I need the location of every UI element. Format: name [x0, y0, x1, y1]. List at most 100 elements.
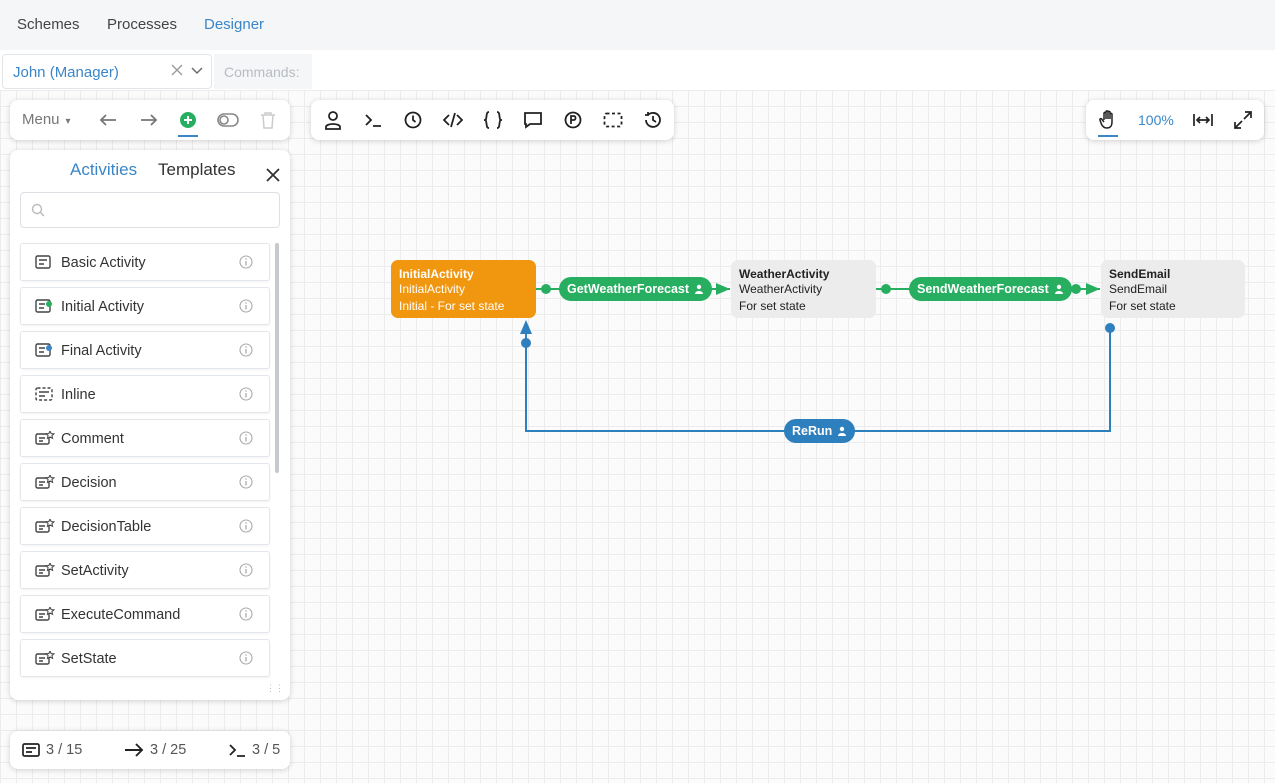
status-bar: 3 / 15 3 / 25 3 / 5 [10, 731, 290, 769]
undo-button[interactable] [95, 106, 123, 134]
user-icon [695, 284, 704, 294]
user-icon [1054, 284, 1063, 294]
activity-node-initial[interactable]: InitialActivity InitialActivity Initial … [391, 260, 536, 318]
menu-button[interactable]: Menu▾ [22, 111, 71, 128]
info-icon[interactable] [239, 563, 253, 577]
clear-icon[interactable] [171, 63, 183, 80]
tab-templates[interactable]: Templates [158, 160, 236, 179]
activity-item[interactable]: Decision [20, 463, 270, 501]
fit-width-button[interactable] [1189, 106, 1217, 134]
activity-node-sendemail[interactable]: SendEmail SendEmail For set state [1101, 260, 1245, 318]
close-icon[interactable] [266, 168, 282, 184]
fullscreen-button[interactable] [1229, 106, 1257, 134]
commands-count-value: 3 / 5 [252, 742, 281, 758]
panel-tabs: Activities Templates [10, 160, 290, 184]
info-icon[interactable] [239, 607, 253, 621]
commands-field[interactable]: Commands: [214, 54, 312, 89]
tab-activities[interactable]: Activities [70, 160, 138, 179]
plus-circle-icon [180, 112, 196, 128]
activity-item-label: Initial Activity [61, 299, 144, 315]
custom-activity-icon [35, 473, 56, 491]
transition-rerun[interactable]: ReRun [784, 419, 856, 443]
delete-button[interactable] [254, 106, 282, 134]
fit-width-icon [1193, 114, 1213, 126]
comment-icon [524, 112, 542, 129]
info-icon[interactable] [239, 519, 253, 533]
history-icon [645, 112, 661, 128]
activity-item-label: SetActivity [61, 563, 129, 579]
activity-item[interactable]: Initial Activity [20, 287, 270, 325]
actors-button[interactable] [319, 106, 347, 134]
node-subtitle: InitialActivity [399, 282, 466, 296]
node-title: WeatherActivity [739, 267, 830, 281]
commands-button[interactable] [359, 106, 387, 134]
toolbar-view: 100% [1086, 100, 1264, 140]
transition-getweatherforecast[interactable]: GetWeatherForecast [559, 277, 713, 301]
process-parameters-button[interactable] [559, 106, 587, 134]
timers-button[interactable] [399, 106, 427, 134]
toggle-icon [217, 113, 239, 127]
history-button[interactable] [639, 106, 667, 134]
nav-processes[interactable]: Processes [107, 16, 178, 33]
localization-button[interactable] [519, 106, 547, 134]
custom-activity-icon [35, 517, 56, 535]
redo-button[interactable] [134, 106, 162, 134]
node-subtitle: SendEmail [1109, 282, 1168, 296]
info-icon[interactable] [239, 343, 253, 357]
custom-activity-icon [35, 649, 56, 667]
node-title: InitialActivity [399, 267, 474, 281]
user-select[interactable]: John (Manager) [2, 54, 212, 89]
selection-button[interactable] [599, 106, 627, 134]
custom-activity-icon [35, 605, 56, 623]
toggle-button[interactable] [214, 106, 242, 134]
active-indicator [1098, 135, 1118, 137]
parameters-button[interactable] [479, 106, 507, 134]
user-icon [838, 426, 847, 436]
activities-count: 3 / 15 [22, 742, 82, 758]
activity-item[interactable]: Comment [20, 419, 270, 457]
add-element-button[interactable] [174, 106, 202, 137]
zoom-level[interactable]: 100% [1138, 112, 1174, 128]
activity-item-label: Decision [61, 475, 117, 491]
p-circle-icon [564, 111, 582, 129]
info-icon[interactable] [239, 651, 253, 665]
info-icon[interactable] [239, 431, 253, 445]
transition-label: ReRun [792, 424, 833, 438]
info-icon[interactable] [239, 255, 253, 269]
transitions-count: 3 / 25 [124, 742, 186, 758]
code-icon [443, 112, 463, 128]
user-icon [325, 111, 341, 130]
activity-item-label: DecisionTable [61, 519, 152, 535]
arrow-right-icon [125, 743, 144, 757]
code-actions-button[interactable] [439, 106, 467, 134]
resize-handle[interactable]: ⋮⋮ [266, 683, 284, 693]
braces-icon [483, 111, 503, 129]
chevron-down-icon[interactable] [191, 63, 203, 81]
trash-icon [261, 112, 275, 129]
dashed-selection-icon [603, 112, 623, 128]
info-icon[interactable] [239, 299, 253, 313]
activity-item[interactable]: SetState [20, 639, 270, 677]
pan-button[interactable] [1094, 106, 1122, 137]
activity-node-weather[interactable]: WeatherActivity WeatherActivity For set … [731, 260, 876, 318]
activities-count-value: 3 / 15 [46, 742, 83, 758]
nav-designer[interactable]: Designer [204, 16, 265, 33]
transition-sendweatherforecast[interactable]: SendWeatherForecast [909, 277, 1072, 301]
activity-item[interactable]: ExecuteCommand [20, 595, 270, 633]
hand-icon [1099, 110, 1113, 129]
initial-activity-icon [35, 299, 53, 315]
terminal-icon [365, 114, 381, 127]
custom-activity-icon [35, 429, 56, 447]
activity-item[interactable]: Final Activity [20, 331, 270, 369]
activity-item[interactable]: Inline [20, 375, 270, 413]
activity-search-input[interactable] [20, 192, 280, 228]
scrollbar[interactable] [275, 243, 279, 473]
activity-item[interactable]: SetActivity [20, 551, 270, 589]
transitions-count-value: 3 / 25 [150, 742, 187, 758]
activity-item[interactable]: Basic Activity [20, 243, 270, 281]
activity-item[interactable]: DecisionTable [20, 507, 270, 545]
final-activity-icon [35, 343, 53, 359]
nav-schemes[interactable]: Schemes [17, 16, 80, 33]
info-icon[interactable] [239, 475, 253, 489]
info-icon[interactable] [239, 387, 253, 401]
